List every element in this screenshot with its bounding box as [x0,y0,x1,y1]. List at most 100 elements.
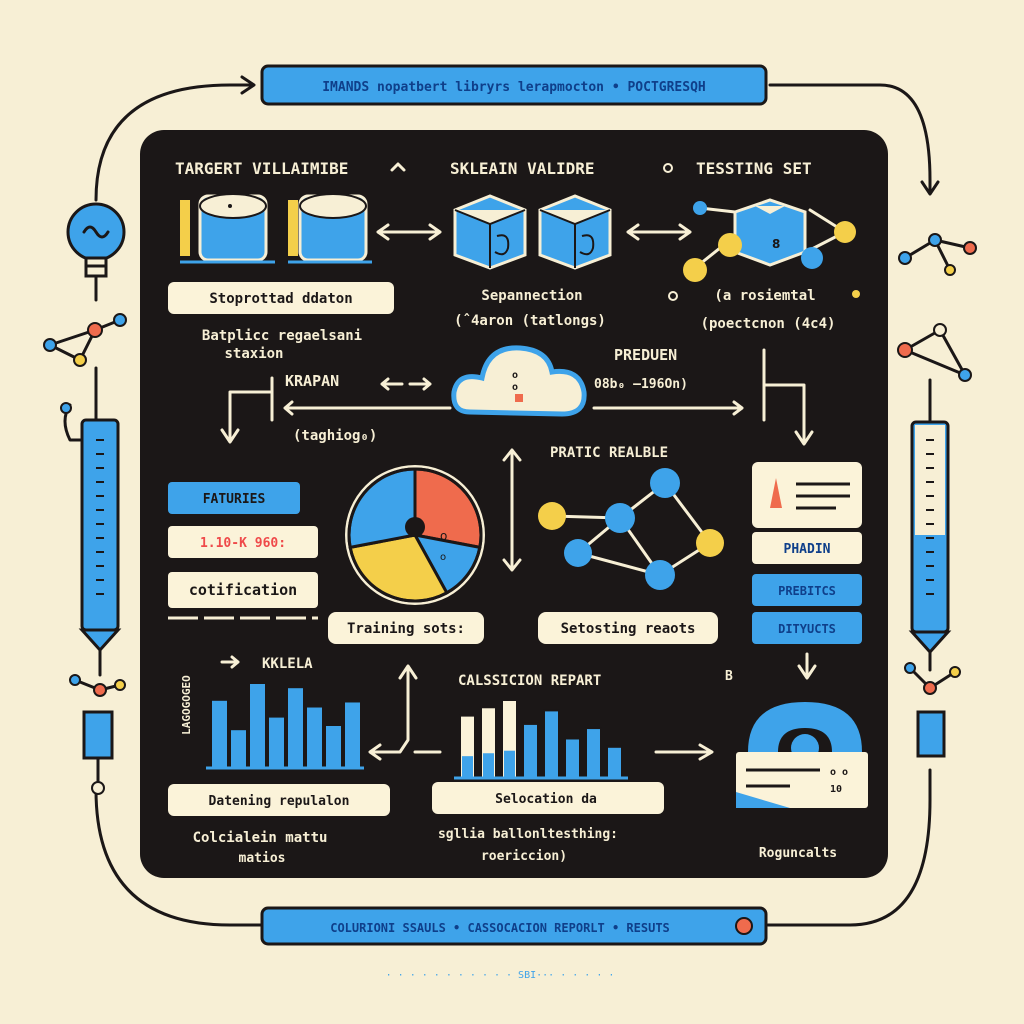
label-box-setosting [538,612,718,644]
label-lacocodeo: LAGOGOGEO [180,675,193,735]
label-residental-1: (a rosiemtal [714,288,815,304]
test-tube-icon [78,418,122,677]
bar [522,722,539,779]
top-banner-text: IMANDS nopatbert libryrs lerapmocton • P… [322,80,706,95]
molecule-icon [898,233,977,276]
label-dityucts: DITYUCTS [778,622,836,636]
heading-krapan: KRAPAN [285,372,339,390]
label-box-prebitcs [752,574,862,606]
label-taghiog: (taghiog₀) [293,428,377,444]
bar [307,707,322,768]
label-box-stoprotted [168,282,394,314]
molecule-icon [897,323,972,382]
document-icon [752,462,862,528]
bar [326,726,341,768]
label-colcialein-2: matios [239,851,286,866]
label-resultats: Roguncalts [759,846,837,861]
bottom-banner-text: COLURIONI SSAULS • CASSOCACION REPORLT •… [330,921,670,935]
molecule-icon [43,313,127,367]
heading-b-mark: B [725,669,733,684]
beaker-icon [916,710,946,758]
gauge-icon: o o 10 [736,702,868,808]
molecule-icon [69,674,126,697]
network-icon: 8 [683,198,856,282]
label-box-phadin [752,532,862,564]
label-box-cotification [168,572,318,608]
network-icon [538,468,724,590]
label-selocation: Selocation da [495,792,597,807]
svg-text:o: o [440,552,446,563]
heading-calssicion: CALSSICION REPART [458,673,601,689]
heading-kklela: KKLELA [262,656,313,672]
svg-text:o: o [512,370,518,381]
database-icon [288,193,372,264]
label-sepanection-1: Sepannection [481,288,582,304]
label-box-selocation [432,782,664,814]
label-setosting: Setosting reaots [561,621,696,637]
label-stoprotted: Stoprottad ddaton [209,291,352,307]
label-cotification: cotification [189,581,297,599]
heading-preduen: PREDUEN [614,346,677,364]
heading-pratic: PRATIC REALBLE [550,445,668,461]
label-batplic-2: staxion [224,346,283,362]
bottom-dots-text: · · · · · · · · · · · SBI··· · · · · · [386,970,615,981]
label-faturies: FATURIES [203,492,266,507]
svg-text:10: 10 [830,784,842,795]
label-box-dityucts [752,612,862,644]
cube-icon [538,194,612,270]
cloud-icon: o o [451,345,587,417]
svg-text:o: o [512,382,518,393]
label-box-datening [168,784,390,816]
label-training: Training sots: [347,621,465,637]
svg-text:o: o [440,529,447,543]
label-splitting-1: sgllia ballonltesthing: [438,827,618,842]
heading-testing-set: TESSTING SET [696,159,812,178]
label-preduen-sub: 08b₀ –196On) [594,377,688,392]
bar [585,727,602,780]
label-box-faturies [168,482,300,514]
label-colcialein-1: Colcialein mattu [193,830,328,846]
label-residental-2: (poectcnon (4c4) [701,316,836,332]
bar [269,717,284,768]
label-splitting-2: roericcion) [481,849,567,864]
label-ratio: 1.10-K 960: [200,536,286,551]
bottom-banner: COLURIONI SSAULS • CASSOCACION REPORLT •… [260,906,768,981]
label-batplic-1: Batplicc regaelsani [202,328,362,344]
top-banner: IMANDS nopatbert libryrs lerapmocton • P… [260,64,768,106]
outer-loop [94,75,940,927]
molecule-icon [904,662,961,695]
pie-chart: o o [345,465,485,605]
cube-icon [453,194,527,270]
bar-chart-left [206,684,364,770]
svg-text:8: 8 [772,237,780,251]
label-phadin: PHADIN [784,542,831,557]
svg-text:o o: o o [830,767,848,778]
label-sepanection-2: (ˆ4aron (tatlongs) [454,313,606,329]
bar [288,688,303,768]
label-box-training [328,612,484,644]
bar [345,702,360,768]
bar [564,737,581,779]
label-datening: Datening repulalon [209,794,350,809]
bar-fill [483,753,494,777]
bar [231,730,246,768]
bar [212,700,227,768]
right-decorations [897,233,977,758]
database-icon [180,193,275,264]
label-box-ratio [168,526,318,558]
bar-chart-mid [454,699,628,780]
banner-end-dot [735,917,753,935]
heading-sklearn: SKLEAIN VALIDRE [450,159,595,178]
heading-target-variable: TARGERT VILLAIMIBE [175,159,348,178]
lightbulb-icon [66,202,126,302]
bar [250,684,265,768]
bar-fill [462,756,473,777]
main-panel [140,130,888,878]
label-prebitcs: PREBITCS [778,584,836,598]
bar [606,745,623,779]
beaker-icon [82,710,114,760]
bar [543,709,560,780]
bar-fill [504,750,515,777]
left-decorations [43,202,127,795]
